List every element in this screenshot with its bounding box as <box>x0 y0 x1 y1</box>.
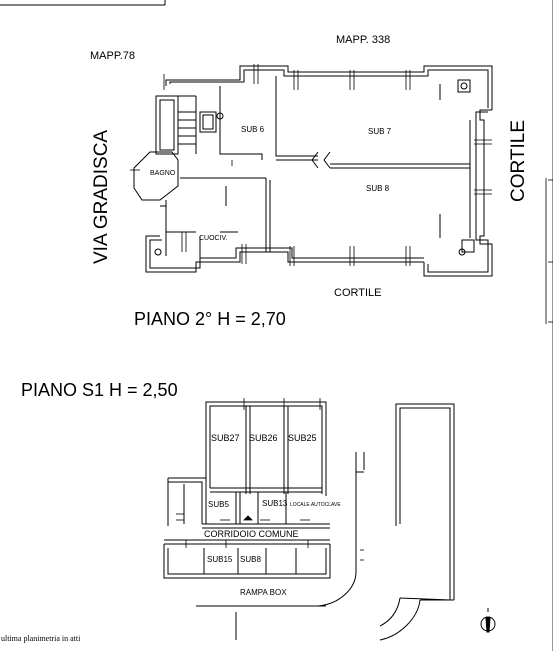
corridoio-comune-label: CORRIDOIO COMUNE <box>204 529 299 539</box>
piano-2-walls <box>133 65 493 277</box>
room-sub8: SUB 8 <box>366 184 390 193</box>
cortile-side-label: CORTILE <box>508 119 529 202</box>
room-cucina: CUOCIV. <box>199 235 228 242</box>
room-locale-autoclave: LOCALE AUTOCLAVE <box>290 502 341 508</box>
piano-2-window-marks <box>130 64 553 323</box>
footer-note: ultima planimetria in atti <box>1 634 81 643</box>
rampa-box-label: RAMPA BOX <box>240 588 287 597</box>
room-bagno: BAGNO <box>150 170 176 177</box>
north-arrow-icon <box>480 608 496 633</box>
mapp-338-label: MAPP. 338 <box>336 34 391 46</box>
room-sub7: SUB 7 <box>368 127 392 136</box>
cortile-bottom-label: CORTILE <box>334 287 382 299</box>
room-sub25: SUB25 <box>288 433 317 443</box>
piano-s1-title: PIANO S1 H = 2,50 <box>21 380 178 400</box>
room-sub8-s1: SUB8 <box>240 555 261 564</box>
room-sub15: SUB15 <box>207 555 233 564</box>
room-sub5: SUB5 <box>208 500 229 509</box>
piano-2-title: PIANO 2° H = 2,70 <box>134 309 286 329</box>
piano-s1-marks <box>176 398 364 561</box>
via-gradisca-label: VIA GRADISCA <box>91 129 112 264</box>
piano-s1-walls <box>163 401 455 641</box>
room-sub13: SUB13 <box>262 499 288 508</box>
room-sub27: SUB27 <box>211 433 240 443</box>
mapp-78-label: MAPP.78 <box>90 50 136 62</box>
room-sub26: SUB26 <box>249 433 278 443</box>
room-sub6: SUB 6 <box>241 125 265 134</box>
